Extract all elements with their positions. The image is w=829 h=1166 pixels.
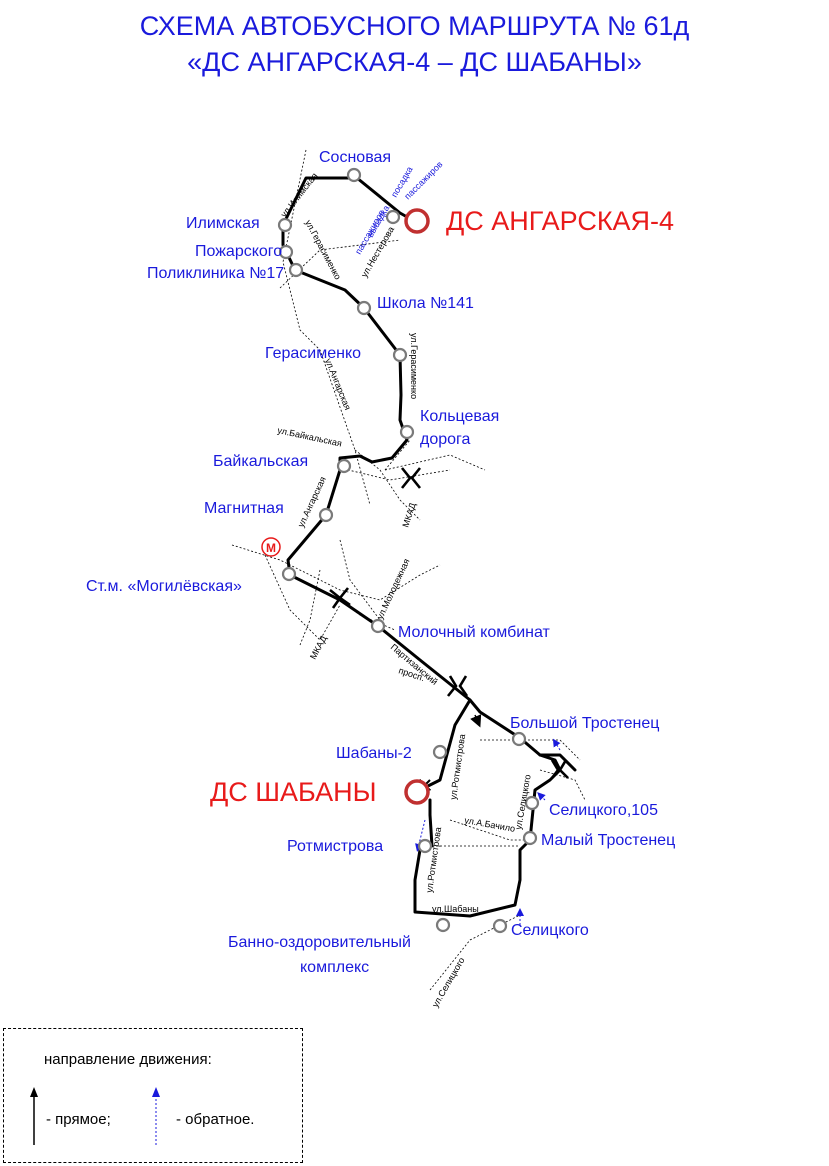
- terminal-start-label: ДС АНГАРСКАЯ-4: [446, 206, 674, 236]
- stop-circle-sosnovaya: [346, 167, 362, 183]
- stop-label-selickogo: Селицкого: [511, 922, 589, 939]
- stop-label-bolshoy: Большой Тростенец: [510, 715, 659, 732]
- stop-circle-molochny: [370, 618, 386, 634]
- legend-forward-arrow-icon: [30, 1087, 38, 1145]
- stop-circle-rotmistrova: [417, 838, 433, 854]
- metro-symbol: М: [266, 541, 276, 555]
- stop-circle-selickogo: [492, 918, 508, 934]
- terminal-circle-angarskaya: [404, 208, 430, 234]
- stop-circle-gerasimenko: [392, 347, 408, 363]
- street-label-ilimskaya: ул.Илимская: [279, 171, 320, 219]
- stop-circle-banno: [435, 917, 451, 933]
- stop-label-shkola: Школа №141: [377, 295, 474, 312]
- legend-box: направление движения: - прямое; - обратн…: [3, 1028, 303, 1163]
- metro-icon: М: [261, 537, 281, 557]
- street-label-bachilo: ул.А.Бачило: [464, 815, 516, 834]
- stop-circle-angarskaya-boarding: [385, 209, 401, 225]
- street-label-shabany: ул.Шабаны: [432, 904, 479, 914]
- street-label-mkad-2: МКАД: [308, 634, 329, 661]
- stop-circle-ilimskaya: [277, 217, 293, 233]
- stop-circle-baikalskaya: [336, 458, 352, 474]
- street-label-baikalskaya: ул.Байкальская: [277, 425, 343, 448]
- title-line-2: «ДС АНГАРСКАЯ-4 – ДС ШАБАНЫ»: [187, 47, 642, 77]
- boarding-note-2: пассажиров: [402, 159, 444, 201]
- street-label-rotmistrova-2: ул.Ротмистрова: [424, 826, 443, 893]
- stop-label-banno-1: Банно-оздоровительный: [228, 934, 411, 951]
- stop-circle-shkola: [356, 300, 372, 316]
- terminal-end-label: ДС ШАБАНЫ: [210, 777, 377, 807]
- legend-backward-label: - обратное.: [176, 1111, 255, 1128]
- legend-backward-arrow-icon: [152, 1087, 160, 1145]
- stop-label-pozharskogo: Пожарского: [195, 243, 282, 260]
- stop-label-molochny: Молочный комбинат: [398, 624, 551, 641]
- stop-label-banno-2: комплекс: [300, 959, 369, 976]
- stop-circle-shabany2: [432, 744, 448, 760]
- stop-label-magnitnaya: Магнитная: [204, 500, 284, 517]
- legend-title: направление движения:: [44, 1051, 212, 1068]
- stop-label-rotmistrova: Ротмистрова: [287, 838, 383, 855]
- stop-circle-selickogo105: [524, 795, 540, 811]
- street-label-gerasimenko-short: ул.Герасименко: [303, 218, 343, 281]
- stop-label-maly: Малый Тростенец: [541, 832, 675, 849]
- stop-label-baikalskaya: Байкальская: [213, 453, 308, 470]
- stop-circle-mogilevskaya: [281, 566, 297, 582]
- stop-label-selickogo105: Селицкого,105: [549, 802, 658, 819]
- street-label-angarskaya-1: ул.Ангарская: [323, 357, 353, 412]
- stop-label-kolcevaya-2: дорога: [420, 431, 471, 448]
- stop-circle-poliklinika: [288, 262, 304, 278]
- street-label-gerasimenko: ул.Герасименко: [409, 333, 419, 399]
- stop-label-mogilevskaya: Ст.м. «Могилёвская»: [86, 578, 242, 595]
- legend-forward-label: - прямое;: [46, 1111, 111, 1128]
- street-label-selickogo-2: ул.Селицкого: [430, 956, 467, 1009]
- stop-label-poliklinika: Поликлиника №17: [147, 265, 284, 282]
- stop-circle-bolshoy: [511, 731, 527, 747]
- stop-label-shabany2: Шабаны-2: [336, 745, 412, 762]
- stop-circle-kolcevaya: [399, 424, 415, 440]
- route-map: М ДС АНГАРСКАЯ-4 ДС ШАБАНЫ Сосновая Илим…: [86, 149, 675, 1009]
- street-label-molodezhnaya: ул.Молодежная: [375, 557, 412, 621]
- stop-circle-pozharskogo: [278, 244, 294, 260]
- stop-label-kolcevaya-1: Кольцевая: [420, 408, 499, 425]
- title-line-1: СХЕМА АВТОБУСНОГО МАРШРУТА № 61д: [139, 11, 690, 41]
- stop-label-ilimskaya: Илимская: [186, 215, 260, 232]
- stop-label-sosnovaya: Сосновая: [319, 149, 391, 166]
- stop-circle-magnitnaya: [318, 507, 334, 523]
- stop-label-gerasimenko: Герасименко: [265, 345, 361, 362]
- terminal-circle-shabany: [404, 779, 430, 805]
- stop-circle-maly: [522, 830, 538, 846]
- interchange-marks: [329, 467, 569, 779]
